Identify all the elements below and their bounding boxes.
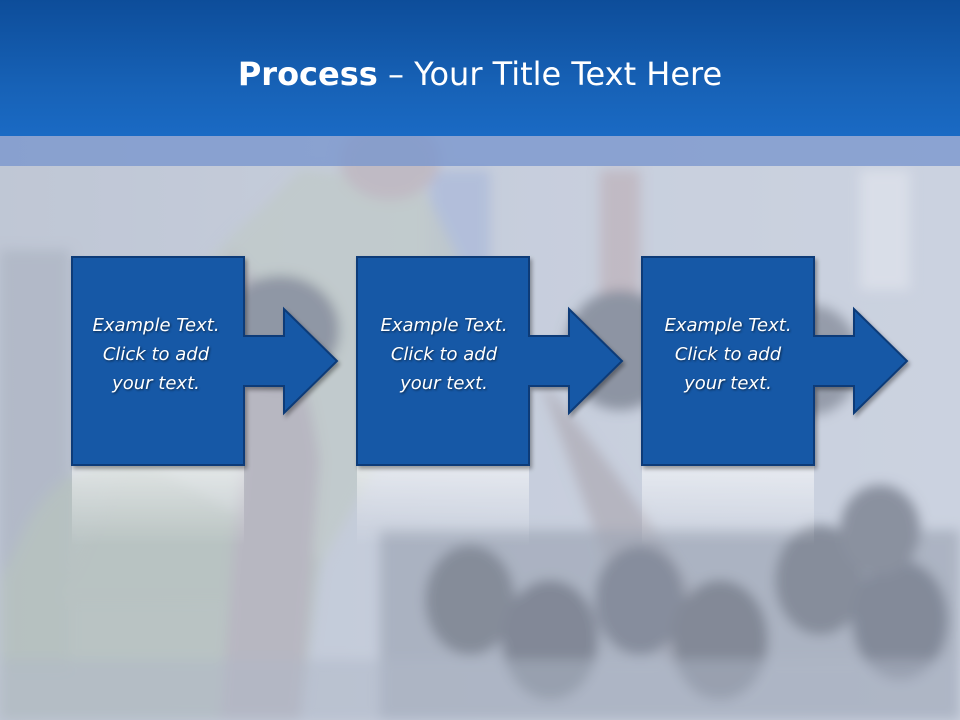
title-bold: Process [237,55,378,93]
step-1-text[interactable]: Example Text. Click to add your text. [70,311,242,398]
title-bar-strip [0,136,960,166]
step-3-reflection [642,466,814,546]
step-2-line2: Click to add [390,344,498,365]
step-1-line2: Click to add [102,344,210,365]
step-2-shape[interactable] [356,256,624,466]
step-1-shape[interactable] [71,256,339,466]
step-1-reflection [72,466,244,546]
step-2-line1: Example Text. [380,315,508,336]
step-1-line1: Example Text. [92,315,220,336]
step-3-text[interactable]: Example Text. Click to add your text. [642,311,814,398]
step-2-text[interactable]: Example Text. Click to add your text. [358,311,530,398]
step-3-line2: Click to add [674,344,782,365]
title-rest: – Your Title Text Here [377,55,723,93]
step-3-line3: your text. [684,373,772,394]
title-bar [0,0,960,136]
step-2-line3: your text. [400,373,488,394]
step-3-shape[interactable] [641,256,909,466]
slide-title[interactable]: Process – Your Title Text Here [0,52,960,96]
step-3-line1: Example Text. [664,315,792,336]
step-1-line3: your text. [112,373,200,394]
step-2-reflection [357,466,529,546]
